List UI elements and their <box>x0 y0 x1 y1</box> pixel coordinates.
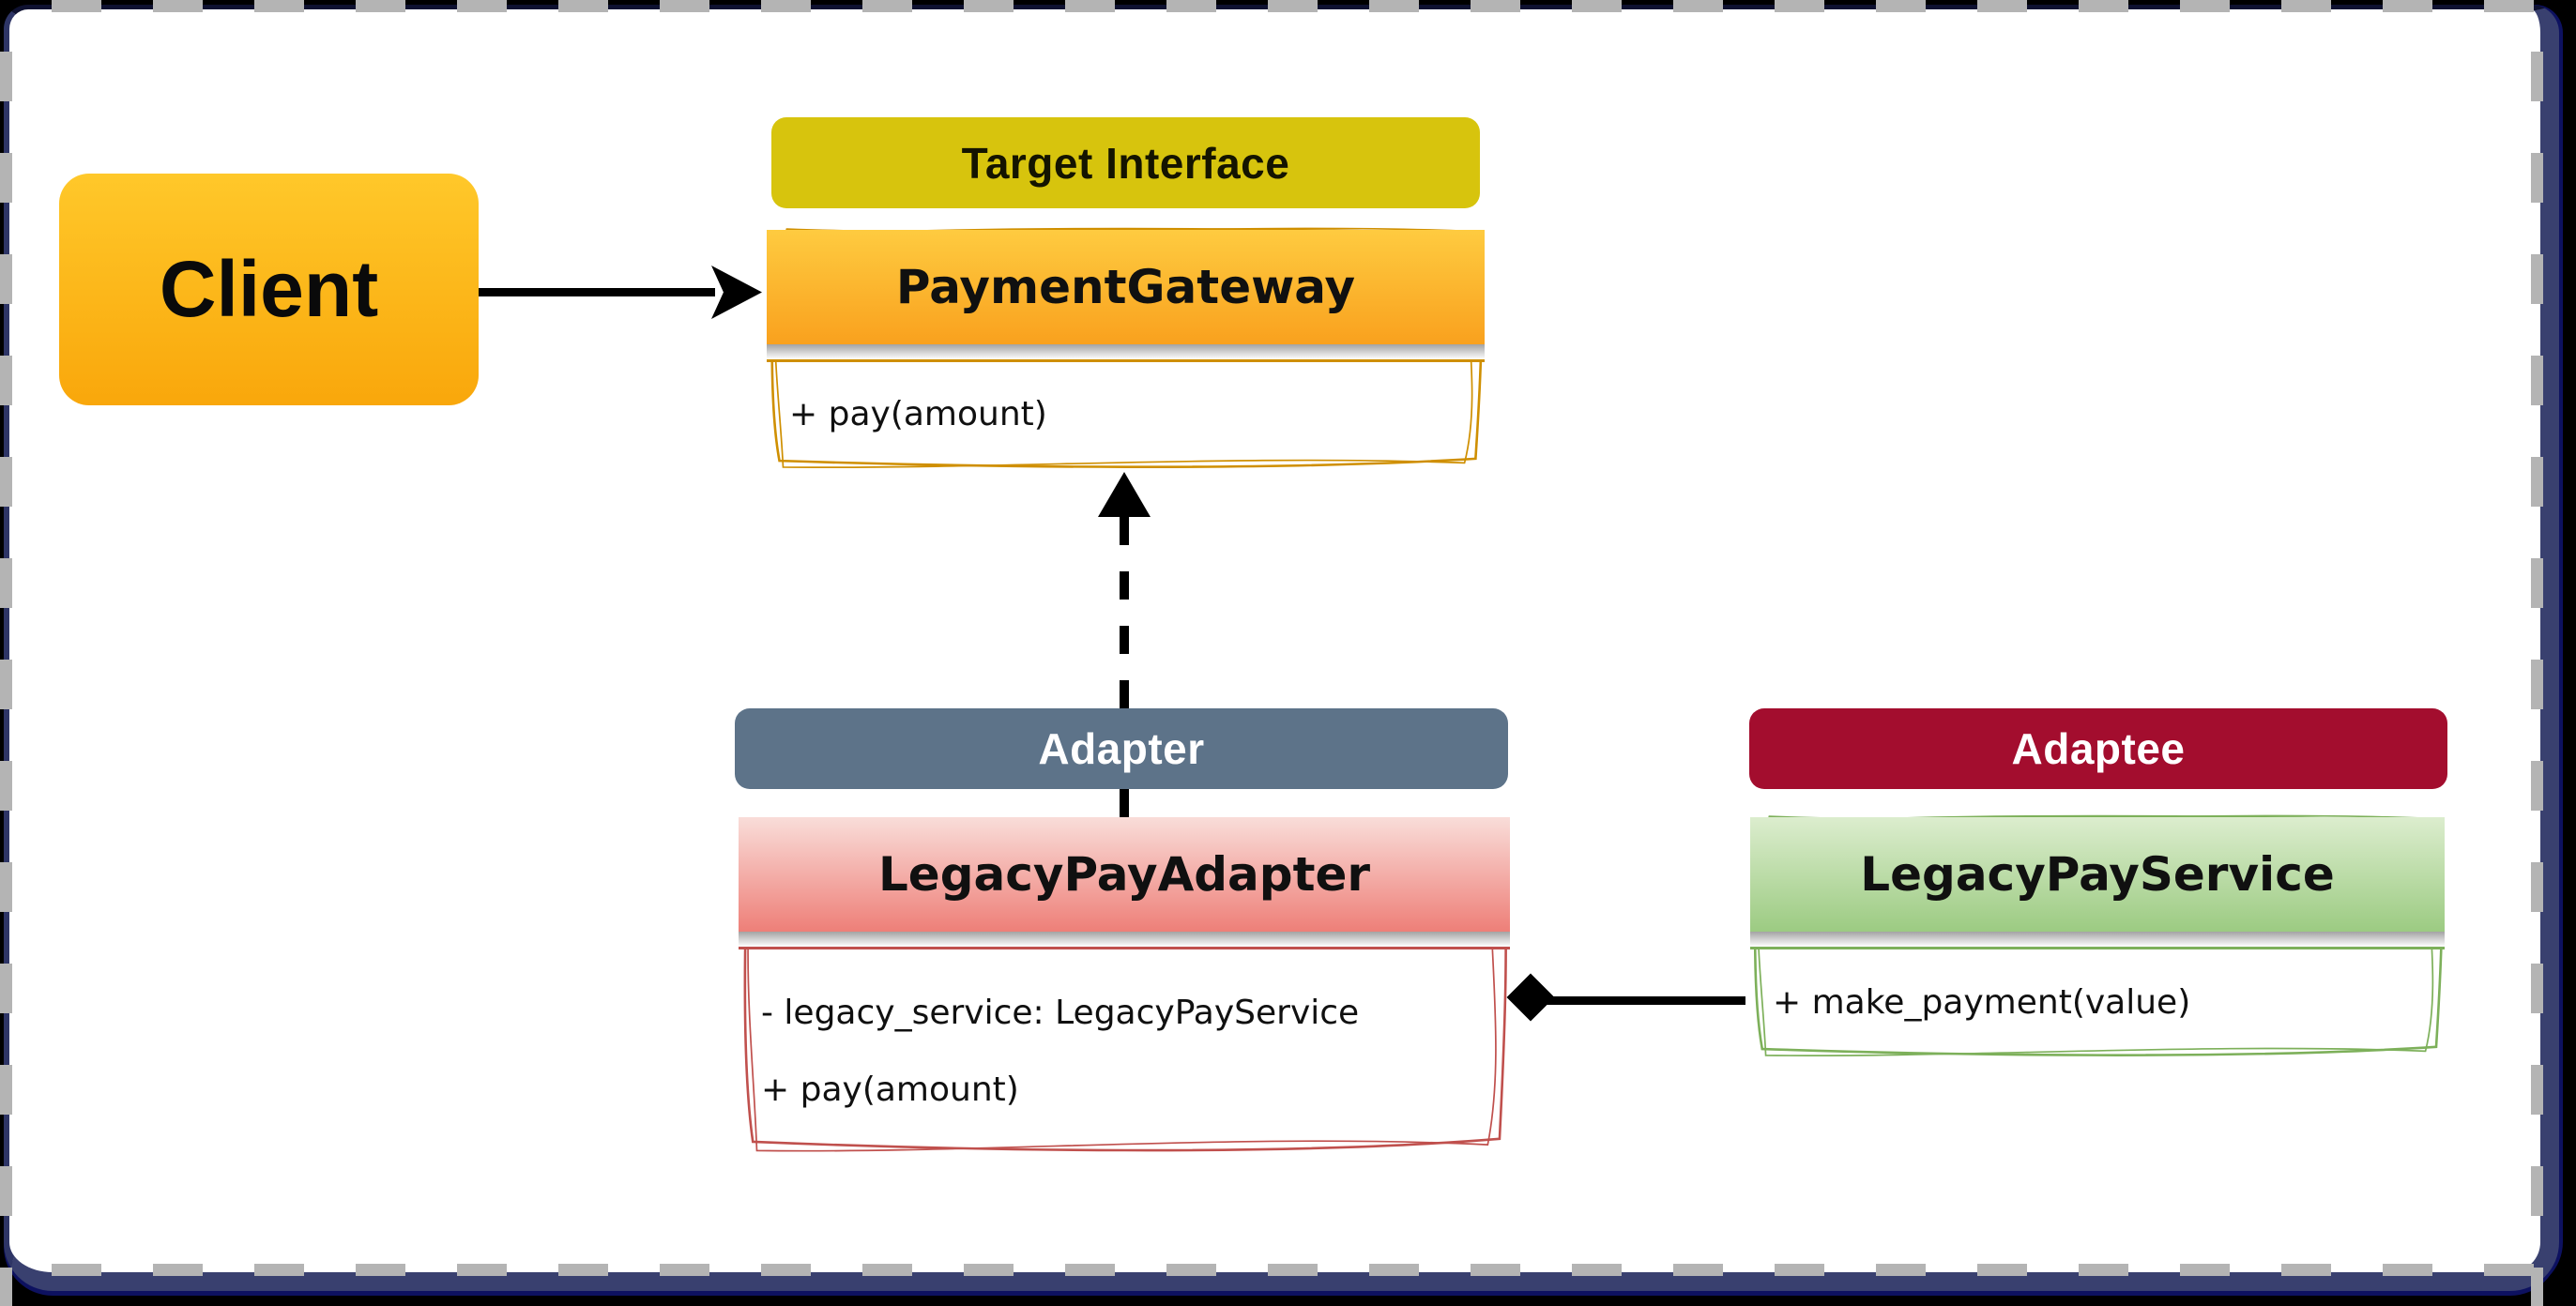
class-member: + pay(amount) <box>761 1071 1019 1109</box>
class-title-payment-gateway: PaymentGateway <box>767 230 1485 344</box>
frame-checker-bottom <box>0 1264 2576 1276</box>
frame-checker-left <box>0 0 12 1306</box>
class-box-legacy-pay-adapter: LegacyPayAdapter - legacy_service: Legac… <box>734 812 1515 1158</box>
role-label-adapter-text: Adapter <box>1038 724 1205 773</box>
class-title-legacy-pay-service: LegacyPayService <box>1750 817 2445 932</box>
association-line <box>479 288 715 296</box>
client-label: Client <box>159 245 379 333</box>
frame-checker-top <box>0 0 2576 12</box>
composition-line <box>1547 996 1745 1005</box>
class-inner: LegacyPayService + make_payment(value) <box>1750 817 2445 1055</box>
client-node: Client <box>59 174 479 405</box>
header-shadow <box>1750 932 2445 947</box>
class-members: + make_payment(value) <box>1750 949 2445 1055</box>
class-divider <box>739 947 1510 949</box>
class-inner: LegacyPayAdapter - legacy_service: Legac… <box>739 817 1510 1153</box>
frame-checker-right <box>2531 0 2543 1306</box>
class-members: - legacy_service: LegacyPayService + pay… <box>739 949 1510 1153</box>
header-shadow <box>739 932 1510 947</box>
class-divider <box>767 359 1485 362</box>
header-shadow <box>767 344 1485 359</box>
class-inner: PaymentGateway + pay(amount) <box>767 230 1485 466</box>
role-label-target-interface: Target Interface <box>771 117 1480 208</box>
role-label-target-interface-text: Target Interface <box>961 138 1290 188</box>
class-box-payment-gateway: PaymentGateway + pay(amount) <box>762 225 1489 471</box>
class-title-legacy-pay-adapter: LegacyPayAdapter <box>739 817 1510 932</box>
class-member: + pay(amount) <box>789 395 1047 433</box>
class-member: + make_payment(value) <box>1773 982 2191 1022</box>
role-label-adapter: Adapter <box>735 708 1508 789</box>
class-member: - legacy_service: LegacyPayService <box>761 994 1360 1032</box>
role-label-adaptee: Adaptee <box>1749 708 2447 789</box>
class-divider <box>1750 947 2445 949</box>
class-box-legacy-pay-service: LegacyPayService + make_payment(value) <box>1745 812 2449 1059</box>
role-label-adaptee-text: Adaptee <box>2011 724 2186 773</box>
realization-dashed-line <box>1120 517 1129 817</box>
class-members: + pay(amount) <box>767 362 1485 466</box>
